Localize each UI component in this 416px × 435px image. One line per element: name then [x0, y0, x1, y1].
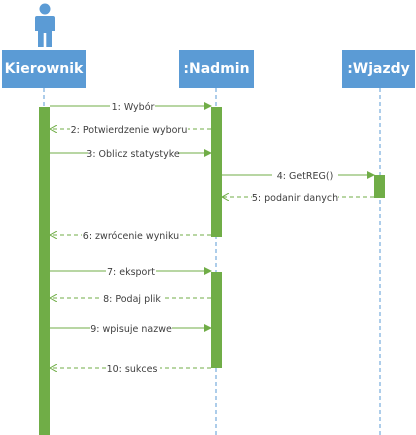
message-7: 7: eksport [50, 264, 212, 278]
message-label-6: 6: zwrócenie wyniku [83, 231, 179, 242]
message-label-10: 10: sukces [107, 364, 158, 375]
message-label-8: 8: Podaj plik [103, 294, 161, 305]
activation-nadmin-1 [211, 107, 222, 237]
message-label-4: 4: GetREG() [277, 171, 334, 182]
message-label-7: 7: eksport [107, 267, 155, 278]
lifeline-header-kierownik[interactable]: Kierownik [2, 50, 86, 88]
message-5: 5: podanir danych [222, 190, 374, 204]
message-6: 6: zwrócenie wyniku [50, 228, 211, 242]
activation-kierownik [39, 107, 50, 435]
activation-wjazdy [374, 175, 385, 198]
lifeline-label-wjazdy: :Wjazdy [347, 61, 410, 77]
message-3: 3: Oblicz statystyke [50, 146, 212, 160]
message-label-5: 5: podanir danych [252, 193, 338, 204]
message-label-1: 1: Wybór [112, 102, 155, 113]
person-icon [35, 3, 55, 47]
lifeline-label-nadmin: :Nadmin [183, 61, 250, 77]
message-4: 4: GetREG() [222, 168, 375, 182]
message-label-3: 3: Oblicz statystyke [86, 149, 180, 160]
message-label-2: 2: Potwierdzenie wyboru [71, 125, 188, 136]
message-10: 10: sukces [50, 361, 211, 375]
message-8: 8: Podaj plik [50, 291, 211, 305]
activation-nadmin-2 [211, 272, 222, 368]
message-1: 1: Wybór [50, 99, 212, 113]
lifeline-header-nadmin[interactable]: :Nadmin [179, 50, 254, 88]
message-9: 9: wpisuje nazwe [50, 321, 212, 335]
message-2: 2: Potwierdzenie wyboru [50, 122, 211, 136]
message-label-9: 9: wpisuje nazwe [90, 324, 172, 335]
lifeline-label-kierownik: Kierownik [4, 61, 84, 77]
lifeline-header-wjazdy[interactable]: :Wjazdy [342, 50, 415, 88]
